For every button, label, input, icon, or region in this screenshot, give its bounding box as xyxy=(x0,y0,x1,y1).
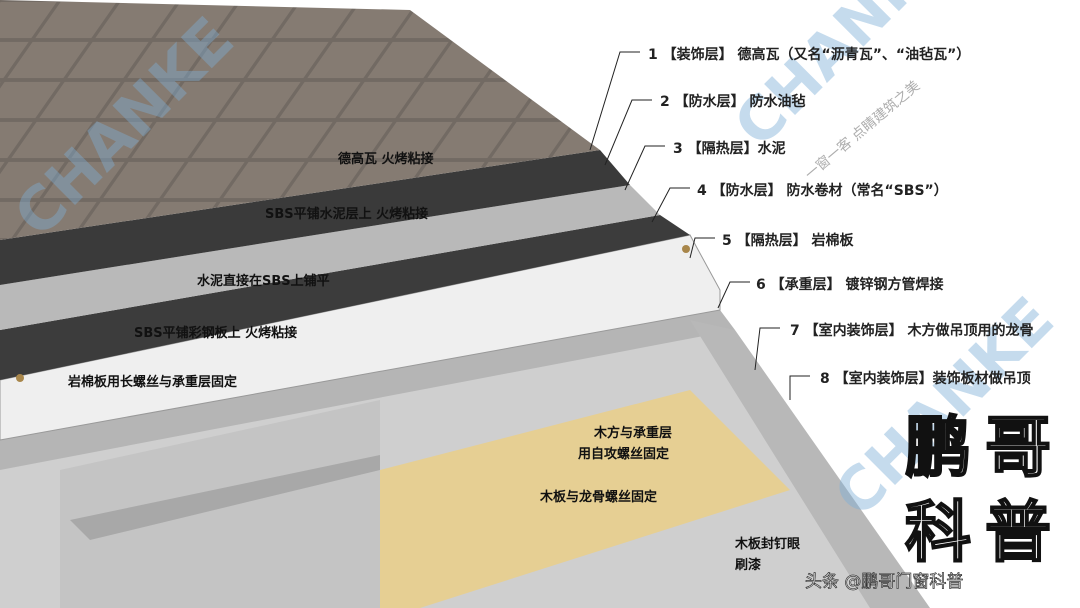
footer-watermark: 头条 @鹏哥门窗科普 xyxy=(805,572,964,593)
leader-lines xyxy=(589,51,810,400)
layer-label-3: 3 【隔热层】水泥 xyxy=(673,141,786,157)
sbs-layer xyxy=(0,215,690,380)
steel-beam-inner2 xyxy=(70,455,380,540)
wood-ceiling-board xyxy=(380,390,790,608)
steel-beam-front xyxy=(0,310,735,470)
note-rockwool-screw: 岩棉板用长螺丝与承重层固定 xyxy=(68,375,238,390)
note-board-fix: 木板与龙骨螺丝固定 xyxy=(540,490,658,505)
layer-label-7: 7 【室内装饰层】 木方做吊顶用的龙骨 xyxy=(790,323,1034,339)
felt-layer xyxy=(0,150,630,285)
note-nail-seal-1: 木板封钉眼 xyxy=(735,537,801,552)
cement-layer xyxy=(0,185,660,330)
layer-label-8: 8 【室内装饰层】装饰板材做吊顶 xyxy=(820,371,1031,387)
layer-label-5: 5 【隔热层】 岩棉板 xyxy=(722,233,854,249)
layer-label-1: 1 【装饰层】 德高瓦（又名“沥青瓦”、“油毡瓦”） xyxy=(648,47,971,63)
shingle-layer xyxy=(0,0,600,240)
note-cement-on-sbs: 水泥直接在SBS上铺平 xyxy=(197,274,330,289)
note-nail-seal-2: 刷漆 xyxy=(735,558,762,573)
brand-char: 鹏 xyxy=(904,409,972,486)
brand-char: 科 xyxy=(904,494,972,571)
brand-char: 普 xyxy=(984,494,1052,571)
layer-label-4: 4 【防水层】 防水卷材（常名“SBS”） xyxy=(697,183,948,199)
brand-char: 哥 xyxy=(984,409,1052,486)
note-sbs-on-cement: SBS平铺水泥层上 火烤粘接 xyxy=(265,207,429,222)
layer-label-2: 2 【防水层】 防水油毡 xyxy=(660,94,806,110)
note-batten-fix-1: 木方与承重层 xyxy=(594,426,673,441)
layer-label-6: 6 【承重层】 镀锌钢方管焊接 xyxy=(756,277,944,293)
note-sbs-on-steel: SBS平铺彩钢板上 火烤粘接 xyxy=(134,326,298,341)
note-shingle-bond: 德高瓦 火烤粘接 xyxy=(338,152,434,167)
note-batten-fix-2: 用自攻螺丝固定 xyxy=(578,447,670,462)
screw-head xyxy=(682,245,690,253)
screw-head xyxy=(16,374,24,382)
steel-beam-right xyxy=(690,320,930,608)
